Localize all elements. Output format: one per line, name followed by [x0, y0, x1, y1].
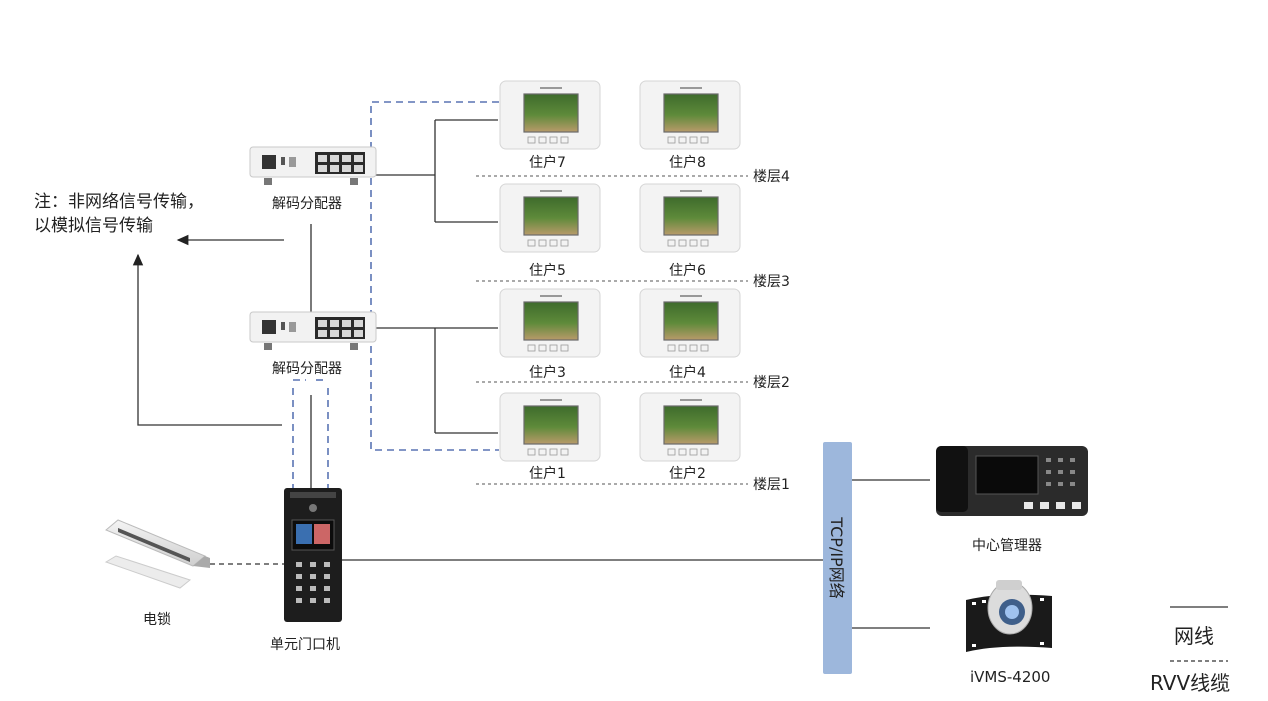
floor-label-2: 楼层2 — [753, 375, 790, 391]
signal-note: 注：非网络信号传输， 以模拟信号传输 — [34, 190, 204, 238]
legend-net-label: 网线 — [1174, 624, 1214, 648]
indoor-monitor-4 — [639, 288, 741, 358]
ivms-4200-icon — [966, 580, 1052, 652]
indoor-monitor-5 — [499, 183, 601, 253]
unit-door-station-label: 单元门口机 — [270, 637, 340, 653]
indoor-monitor-1 — [499, 392, 601, 462]
center-manager-device — [936, 446, 1088, 516]
decoder-distributor-bottom — [249, 311, 377, 350]
tcp-ip-network-bar: TCP/IP网络 — [823, 442, 852, 674]
floor-label-4: 楼层4 — [753, 169, 790, 185]
resident-label-1: 住户1 — [529, 466, 566, 482]
decoder-distributor-bottom-label: 解码分配器 — [272, 361, 342, 377]
indoor-monitor-6 — [639, 183, 741, 253]
resident-label-2: 住户2 — [669, 466, 706, 482]
rvv-dashed-wiring — [292, 101, 499, 490]
indoor-monitors — [499, 80, 741, 462]
resident-label-4: 住户4 — [669, 365, 706, 381]
decoder-distributor-top — [249, 146, 377, 185]
tcp-ip-network-label: TCP/IP网络 — [826, 517, 846, 599]
signal-note-line1: 注：非网络信号传输， — [34, 192, 204, 212]
resident-label-3: 住户3 — [529, 365, 566, 381]
solid-wiring — [132, 119, 930, 629]
decoder-distributor-top-label: 解码分配器 — [272, 196, 342, 212]
resident-label-7: 住户7 — [529, 155, 566, 171]
resident-label-8: 住户8 — [669, 155, 706, 171]
ivms-4200-label: iVMS-4200 — [970, 668, 1051, 686]
indoor-monitor-2 — [639, 392, 741, 462]
signal-note-line2: 以模拟信号传输 — [34, 216, 153, 236]
indoor-monitor-8 — [639, 80, 741, 150]
resident-label-6: 住户6 — [669, 263, 706, 279]
unit-door-station — [284, 488, 342, 622]
indoor-monitor-3 — [499, 288, 601, 358]
electric-lock-label: 电锁 — [143, 612, 171, 628]
resident-label-5: 住户5 — [529, 263, 566, 279]
legend-rvv-label: RVV线缆 — [1150, 671, 1231, 695]
center-manager-label: 中心管理器 — [972, 538, 1042, 554]
floor-label-1: 楼层1 — [753, 477, 790, 493]
electric-lock-device — [104, 519, 210, 589]
indoor-monitor-7 — [499, 80, 601, 150]
floor-label-3: 楼层3 — [753, 274, 790, 290]
